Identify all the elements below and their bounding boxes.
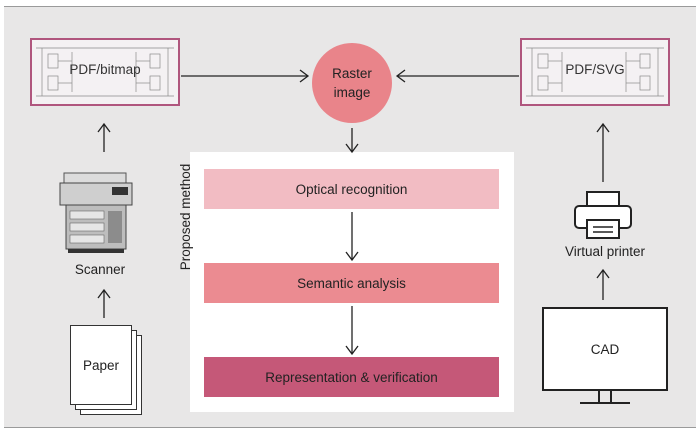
- step-semantic-analysis: Semantic analysis: [204, 263, 499, 303]
- pdf-svg-label: PDF/SVG: [565, 62, 625, 77]
- arrow-pdf-bitmap-to-raster: [181, 69, 310, 83]
- schematic-thumbnail: [526, 47, 664, 97]
- arrow-pdf-svg-to-raster: [395, 69, 519, 83]
- monitor-stand: [598, 391, 612, 403]
- pdf-svg-node: PDF/SVG: [520, 38, 670, 106]
- raster-label-line2: image: [333, 85, 371, 100]
- paper-label: Paper: [82, 357, 120, 373]
- arrow-raster-to-optical-recognition: [345, 128, 359, 154]
- pdf-bitmap-label: PDF/bitmap: [69, 62, 141, 77]
- raster-label-line1: Raster: [332, 66, 372, 81]
- monitor-icon: CAD: [542, 307, 668, 391]
- step-optical-recognition: Optical recognition: [204, 169, 499, 209]
- raster-image-node: Raster image: [312, 43, 392, 123]
- virtual-printer-label: Virtual printer: [564, 244, 646, 259]
- paper-stack-icon: Paper: [70, 325, 132, 405]
- arrow-scanner-to-pdf-bitmap: [97, 122, 111, 152]
- schematic-thumbnail: [36, 47, 174, 97]
- pdf-bitmap-node: PDF/bitmap: [30, 38, 180, 106]
- proposed-method-box: Optical recognition Semantic analysis Re…: [190, 152, 514, 412]
- monitor-base: [580, 402, 630, 404]
- cad-label: CAD: [590, 341, 620, 357]
- scanner-icon: [59, 172, 133, 253]
- scanner-label: Scanner: [74, 262, 126, 277]
- arrow-printer-to-pdf-svg: [596, 122, 610, 182]
- arrow-optical-to-semantic: [345, 212, 359, 262]
- printer-icon: [574, 191, 632, 239]
- arrow-paper-to-scanner: [97, 288, 111, 318]
- arrow-cad-to-printer: [596, 268, 610, 300]
- step-representation-verification: Representation & verification: [204, 357, 499, 397]
- arrow-semantic-to-representation: [345, 306, 359, 356]
